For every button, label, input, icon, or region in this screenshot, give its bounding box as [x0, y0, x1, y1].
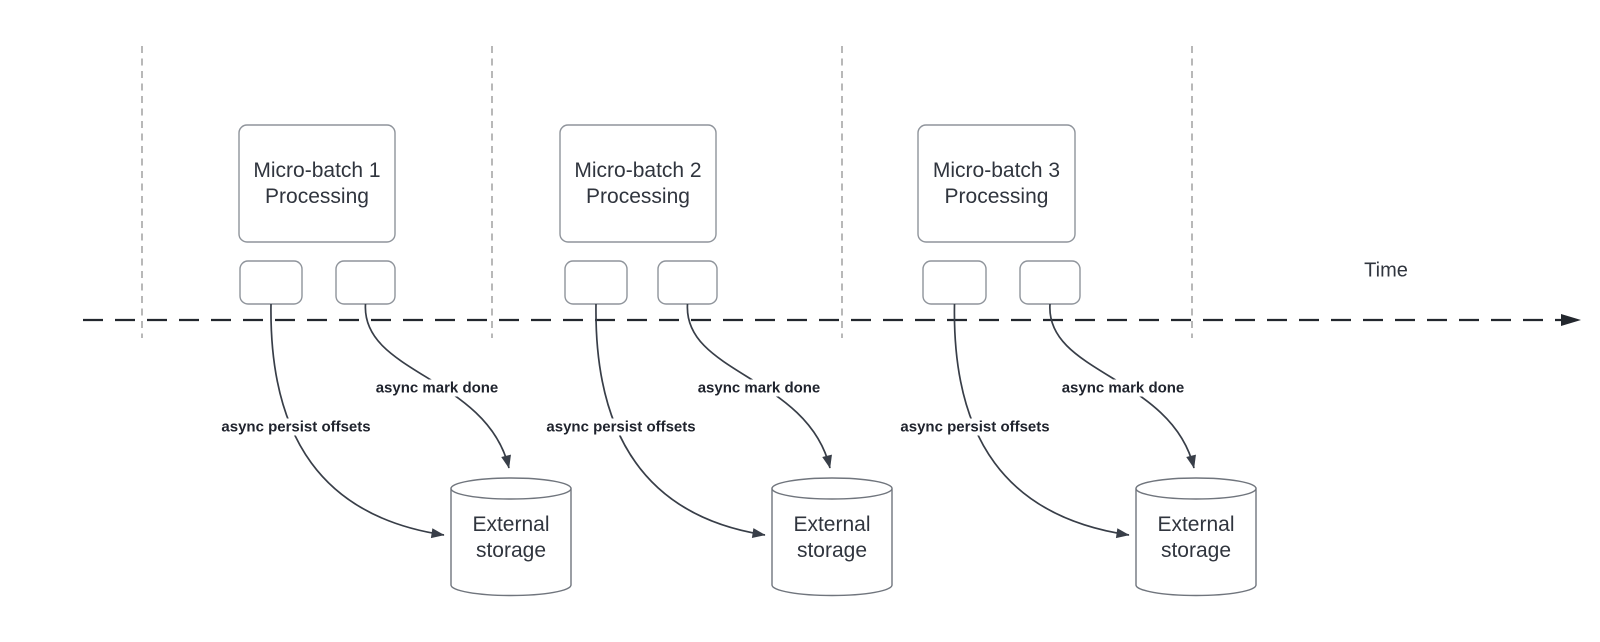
section-micro-batch-1: [238, 124, 572, 597]
async-persist-offsets-label-3: async persist offsets: [897, 418, 1053, 436]
external-storage-cylinder-top-3: [1135, 477, 1257, 500]
external-storage-label-2: External storage: [772, 498, 892, 578]
async-mark-done-arrow-1: [364, 303, 511, 469]
batch-label-line1: Micro-batch 3: [932, 158, 1061, 182]
async-persist-offsets-arrow-3: [953, 303, 1130, 539]
storage-label-line1: External: [1157, 513, 1235, 536]
async-persist-offsets-arrow-2: [595, 303, 766, 539]
external-storage-cylinder-top-1: [450, 477, 572, 500]
mark-done-task-box-3: [1019, 260, 1081, 305]
batch-label-line2: Processing: [265, 184, 369, 208]
storage-label-line2: storage: [796, 539, 868, 562]
micro-batch-2-processing-box: [559, 124, 717, 243]
micro-batch-2-processing-label: Micro-batch 2 Processing: [560, 125, 716, 242]
micro-batch-3-processing-label: Micro-batch 3 Processing: [918, 125, 1075, 242]
storage-label-line2: storage: [475, 539, 547, 562]
async-persist-offsets-label-2: async persist offsets: [543, 418, 699, 436]
batch-label-line1: Micro-batch 2: [574, 158, 702, 182]
batch-label-line1: Micro-batch 1: [253, 158, 381, 182]
micro-batch-1-processing-box: [238, 124, 396, 243]
async-persist-offsets-arrow-1: [270, 303, 445, 539]
external-storage-label-1: External storage: [451, 498, 571, 578]
section-micro-batch-2: [559, 124, 893, 597]
storage-label-line2: storage: [1160, 539, 1232, 562]
async-persist-offsets-label-1: async persist offsets: [218, 418, 374, 436]
async-mark-done-label-2: async mark done: [694, 379, 824, 397]
batch-label-line2: Processing: [586, 184, 690, 208]
time-axis-label: Time: [1364, 259, 1408, 282]
batch-label-line2: Processing: [944, 184, 1049, 208]
micro-batch-1-processing-label: Micro-batch 1 Processing: [239, 125, 395, 242]
storage-label-line1: External: [793, 513, 871, 536]
storage-label-line1: External: [472, 513, 550, 536]
async-mark-done-arrow-3: [1049, 303, 1196, 469]
async-mark-done-label-3: async mark done: [1058, 379, 1188, 397]
async-mark-done-label-1: async mark done: [372, 379, 502, 397]
section-micro-batch-3: [917, 124, 1257, 597]
async-mark-done-arrow-2: [686, 303, 832, 469]
persist-offsets-task-box-3: [922, 260, 987, 305]
external-storage-label-3: External storage: [1136, 498, 1256, 578]
external-storage-cylinder-top-2: [771, 477, 893, 500]
persist-offsets-task-box-1: [239, 260, 303, 305]
micro-batch-3-processing-box: [917, 124, 1076, 243]
mark-done-task-box-1: [335, 260, 396, 305]
external-storage-cylinder-body-2: [771, 488, 893, 597]
mark-done-task-box-2: [657, 260, 718, 305]
external-storage-cylinder-body-3: [1135, 488, 1257, 597]
external-storage-cylinder-body-1: [450, 488, 572, 597]
persist-offsets-task-box-2: [564, 260, 628, 305]
